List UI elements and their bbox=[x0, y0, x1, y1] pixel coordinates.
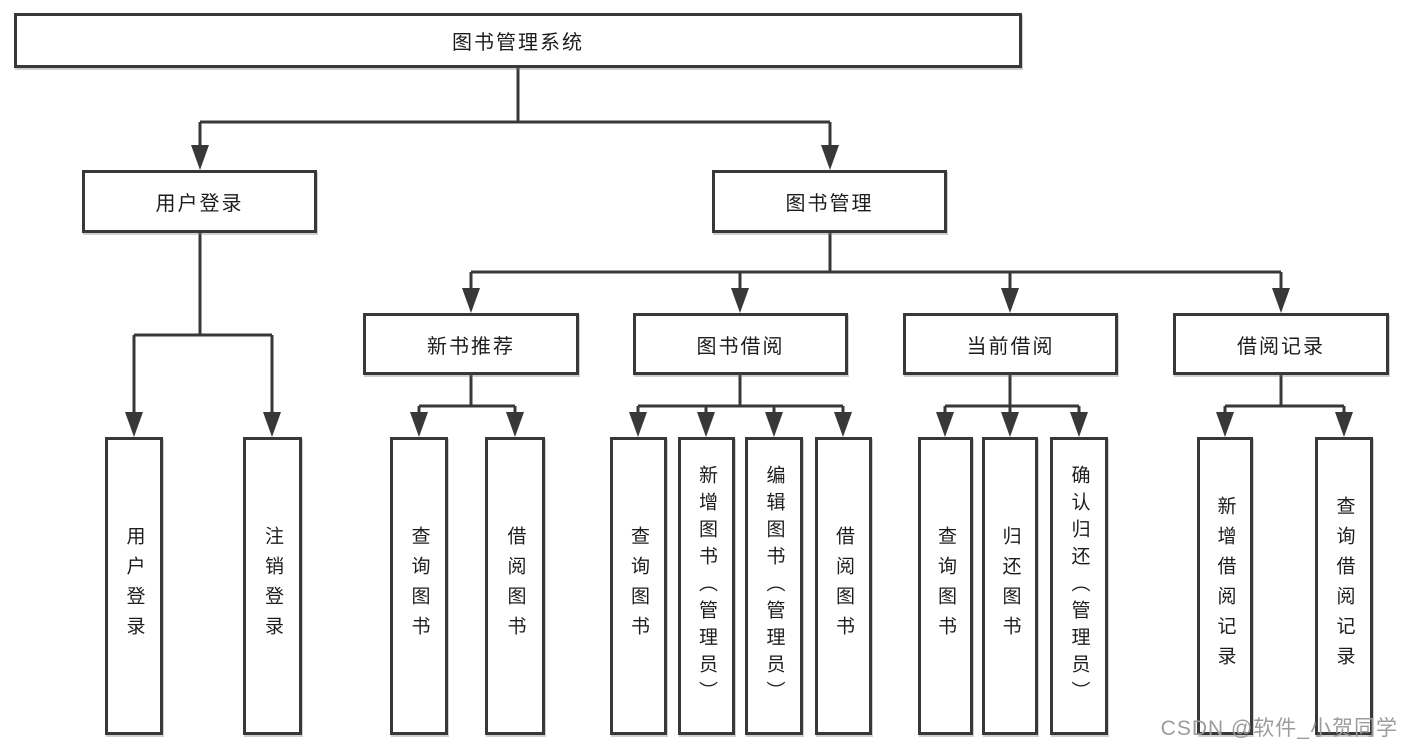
leaf-current-query-books-label: 查询图书 bbox=[935, 526, 956, 646]
leaf-borrow-books: 借阅图书 bbox=[815, 437, 872, 735]
arrowhead bbox=[1001, 412, 1019, 437]
leaf-return-books: 归还图书 bbox=[982, 437, 1038, 735]
leaf-newrec-borrow-books-label: 借阅图书 bbox=[504, 526, 526, 646]
connector-user-login bbox=[132, 233, 274, 432]
arrowhead bbox=[936, 412, 954, 437]
leaf-confirm-return-admin: 确认归还（管理员） bbox=[1050, 437, 1108, 735]
node-book-mgmt-label: 图书管理 bbox=[785, 193, 874, 215]
node-current-borrow: 当前借阅 bbox=[903, 313, 1118, 375]
leaf-user-login-label: 用户登录 bbox=[123, 526, 145, 646]
leaf-add-borrow-record: 新增借阅记录 bbox=[1197, 437, 1253, 735]
arrowhead bbox=[834, 412, 852, 437]
leaf-edit-books-admin-label: 编辑图书（管理员） bbox=[763, 464, 785, 708]
arrowhead bbox=[629, 412, 647, 437]
node-root-label: 图书管理系统 bbox=[452, 32, 584, 54]
arrowhead bbox=[263, 412, 281, 437]
arrowhead bbox=[765, 412, 783, 437]
arrowhead bbox=[821, 145, 839, 170]
node-borrow-record: 借阅记录 bbox=[1173, 313, 1389, 375]
node-borrow-record-label: 借阅记录 bbox=[1237, 335, 1325, 358]
arrowhead bbox=[731, 288, 749, 313]
node-book-borrow-label: 图书借阅 bbox=[696, 335, 785, 358]
node-book-mgmt: 图书管理 bbox=[712, 170, 947, 233]
arrowhead bbox=[506, 412, 524, 437]
leaf-newrec-borrow-books: 借阅图书 bbox=[485, 437, 545, 735]
connector-book-borrow bbox=[636, 375, 845, 432]
node-user-login: 用户登录 bbox=[82, 170, 317, 233]
arrowhead bbox=[1335, 412, 1353, 437]
leaf-newrec-query-books: 查询图书 bbox=[390, 437, 448, 735]
arrowhead bbox=[1001, 288, 1019, 313]
arrowhead bbox=[191, 145, 209, 170]
arrowhead bbox=[1216, 412, 1234, 437]
node-user-login-label: 用户登录 bbox=[155, 193, 244, 215]
connector-new-book-rec bbox=[417, 375, 517, 432]
arrowhead bbox=[410, 412, 428, 437]
leaf-logout-label: 注销登录 bbox=[262, 526, 283, 646]
leaf-edit-books-admin: 编辑图书（管理员） bbox=[745, 437, 803, 735]
arrowhead bbox=[697, 412, 715, 437]
node-current-borrow-label: 当前借阅 bbox=[966, 335, 1055, 358]
leaf-newrec-query-books-label: 查询图书 bbox=[408, 526, 430, 646]
leaf-confirm-return-admin-label: 确认归还（管理员） bbox=[1068, 464, 1090, 708]
leaf-current-query-books: 查询图书 bbox=[918, 437, 973, 735]
leaf-add-borrow-record-label: 新增借阅记录 bbox=[1214, 496, 1236, 676]
connector-root bbox=[198, 68, 832, 165]
arrowhead bbox=[125, 412, 143, 437]
leaf-query-borrow-record-label: 查询借阅记录 bbox=[1333, 496, 1355, 676]
leaf-borrow-query-books-label: 查询图书 bbox=[628, 526, 649, 646]
arrowheads bbox=[125, 145, 1353, 437]
leaf-borrow-books-label: 借阅图书 bbox=[833, 526, 854, 646]
arrowhead bbox=[1070, 412, 1088, 437]
connector-book-mgmt bbox=[469, 233, 1283, 308]
leaf-return-books-label: 归还图书 bbox=[999, 526, 1021, 646]
arrowhead bbox=[462, 288, 480, 313]
leaf-borrow-query-books: 查询图书 bbox=[610, 437, 667, 735]
node-book-borrow: 图书借阅 bbox=[633, 313, 848, 375]
leaf-query-borrow-record: 查询借阅记录 bbox=[1315, 437, 1373, 735]
leaf-add-books-admin: 新增图书（管理员） bbox=[678, 437, 735, 735]
leaf-add-books-admin-label: 新增图书（管理员） bbox=[696, 464, 717, 708]
leaf-logout: 注销登录 bbox=[243, 437, 302, 735]
node-new-book-rec-label: 新书推荐 bbox=[427, 335, 515, 358]
connector-lines bbox=[132, 68, 1346, 432]
node-new-book-rec: 新书推荐 bbox=[363, 313, 579, 375]
watermark: CSDN @软件_小贺同学 bbox=[1160, 717, 1398, 740]
connector-borrow-record bbox=[1223, 375, 1346, 432]
node-root: 图书管理系统 bbox=[14, 13, 1022, 68]
leaf-user-login: 用户登录 bbox=[105, 437, 163, 735]
arrowhead bbox=[1272, 288, 1290, 313]
